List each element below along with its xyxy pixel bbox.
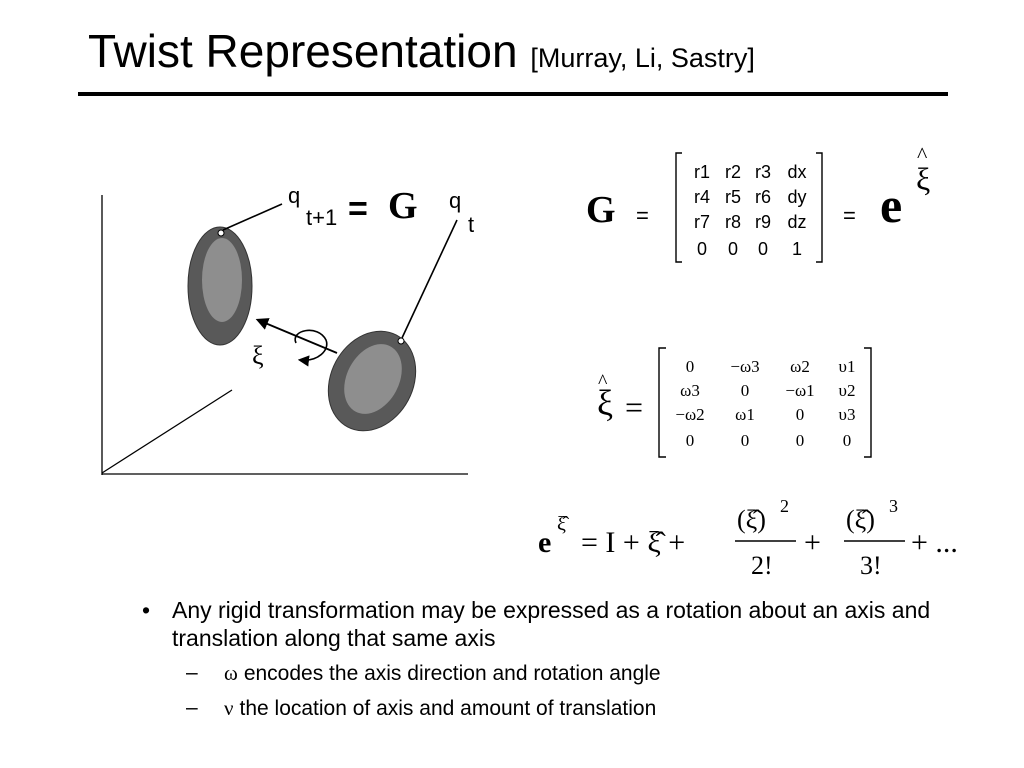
matrix-cell: r5 [725,187,741,207]
series-pow-2: 3 [889,496,898,516]
matrix-cell: r8 [725,212,741,232]
series-exponent: ξ̂ [557,513,570,535]
matrix-g-right-bracket [816,152,823,263]
matrix-xi-left-bracket [658,347,666,458]
label-G: G [388,185,418,227]
series-plus-mid: + [804,526,821,559]
g-rhs-exponent: ξ [916,161,930,197]
matrix-cell: υ1 [839,357,856,376]
sub-bullet-dash: – [186,696,198,719]
matrix-cell: υ3 [839,405,856,424]
g-rhs-hat: ^ [917,142,928,167]
exponential-series: e ξ̂ = I + ξ̂ + (ξ̂) 2 2! + (ξ̂) 3 3! + … [538,496,958,580]
leader-line-q-t [401,219,458,339]
sub-bullet-dash: – [186,661,198,684]
matrix-cell: r3 [755,162,771,182]
slide-title: Twist Representation [Murray, Li, Sastry… [88,26,755,77]
ellipse-q-t1 [187,226,253,346]
label-q-t: q [449,188,461,213]
matrix-cell: 0 [796,405,805,424]
matrix-cell: 0 [686,357,695,376]
label-sub-t1: t+1 [306,205,337,230]
label-sub-t: t [468,212,474,237]
series-pow-1: 2 [780,496,789,516]
leader-line-q-t1 [222,203,283,231]
g-rhs-base: e [880,177,902,233]
matrix-cell: 0 [796,431,805,450]
matrix-cell: r2 [725,162,741,182]
series-den-2: 3! [860,551,882,580]
rotation-arrow-icon [294,329,328,367]
twist-arrow [255,318,338,354]
matrix-cell: 0 [758,239,768,259]
matrix-cell: 0 [728,239,738,259]
matrix-cell: 1 [792,239,802,259]
matrix-cell: ω3 [680,381,700,400]
matrix-cell: −ω3 [730,357,759,376]
series-den-1: 2! [751,551,773,580]
bullet-dot: • [142,597,151,623]
nu-symbol: ν [224,696,234,720]
sub-bullet-omega-text: encodes the axis direction and rotation … [243,662,661,685]
xi-lhs: ξ [597,383,613,423]
ellipse-q-t [327,330,417,432]
matrix-g-left-bracket [675,152,682,263]
matrix-cell: 0 [697,239,707,259]
g-equals-1: = [636,203,649,228]
matrix-cell: 0 [741,381,750,400]
xi-equals: = [625,389,643,425]
series-num-1: (ξ̂) [737,505,766,534]
label-q-t1: q [288,183,300,208]
bullet-list: • Any rigid transformation may be expres… [142,596,972,722]
series-tail: + ... [911,526,958,559]
matrix-cell: ω1 [735,405,755,424]
matrix-cell: dy [787,187,806,207]
label-equals: = [348,190,368,228]
matrix-cell: r7 [694,212,710,232]
g-lhs: G [586,189,616,231]
matrix-cell: −ω2 [675,405,704,424]
title-underline [78,92,948,96]
matrix-cell: dz [787,212,806,232]
series-rhs-a: = I + ξ̂ + [581,526,685,559]
matrix-cell: ω2 [790,357,810,376]
matrix-xi-right-bracket [864,347,872,458]
label-xi: ξ [252,341,264,370]
matrix-cell: 0 [686,431,695,450]
matrix-cell: r6 [755,187,771,207]
matrix-xi-equation: ξ ^ = 0 −ω3 ω2 υ1 ω3 0 −ω1 υ2 −ω2 ω1 0 υ3 0 0 0 0 [597,347,872,458]
bullet-main: • Any rigid transformation may be expres… [142,596,972,652]
matrix-cell: 0 [843,431,852,450]
xi-hat: ^ [598,371,608,393]
matrix-cell: −ω1 [785,381,814,400]
series-num-2: (ξ̂) [846,505,875,534]
g-equals-2: = [843,203,856,228]
series-base: e [538,526,551,559]
matrix-cell: dx [787,162,806,182]
matrix-cell: r4 [694,187,710,207]
omega-symbol: ω [224,661,238,685]
sub-bullet-nu-text: the location of axis and amount of trans… [239,697,657,720]
matrix-cell: r1 [694,162,710,182]
matrix-xi-cells: 0 −ω3 ω2 υ1 ω3 0 −ω1 υ2 −ω2 ω1 0 υ3 0 0 0 0 [675,357,855,450]
axes-diagram [101,195,468,475]
matrix-cell: 0 [741,431,750,450]
title-citation: [Murray, Li, Sastry] [530,43,755,73]
matrix-cell: υ2 [839,381,856,400]
matrix-cell: r9 [755,212,771,232]
bullet-main-text: Any rigid transformation may be expresse… [172,597,931,651]
title-main: Twist Representation [88,25,518,77]
